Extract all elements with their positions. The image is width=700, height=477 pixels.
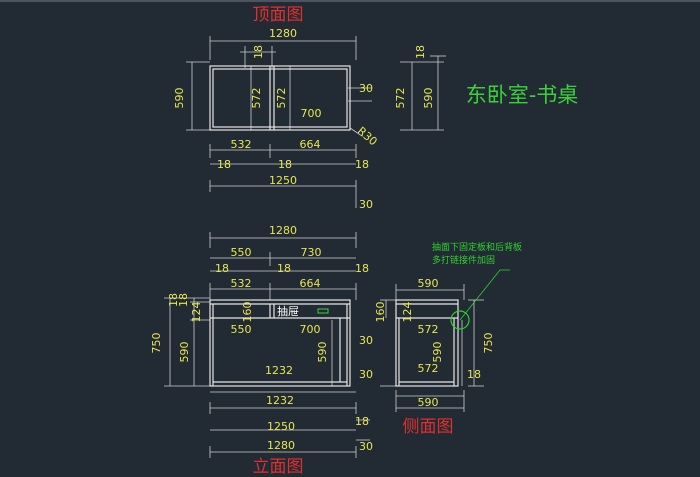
dim-bottom-left: 18 xyxy=(217,158,231,171)
front-view xyxy=(164,232,370,458)
dim-bottom-edge: 30 xyxy=(359,198,373,211)
note-line-2: 多打链接件加固 xyxy=(432,254,495,266)
dim-side-w572b: 572 xyxy=(418,362,439,375)
dim-depth-width: 700 xyxy=(301,107,322,120)
dim-front-t18b: 18 xyxy=(277,262,291,275)
dim-side-bottom590: 590 xyxy=(418,396,439,409)
dim-right-590: 590 xyxy=(422,88,435,109)
dim-bottom-mid: 18 xyxy=(278,158,292,171)
dim-front-h590-right: 590 xyxy=(316,342,329,363)
side-view-outline xyxy=(395,299,459,387)
dim-right-thickness: 18 xyxy=(414,45,427,59)
dim-inner-left: 572 xyxy=(250,88,263,109)
note-line-1: 抽面下固定板和后背板 xyxy=(432,241,522,253)
dim-front-b1250: 1250 xyxy=(267,420,295,433)
dim-left-width: 532 xyxy=(231,138,252,151)
dim-front-b18: 18 xyxy=(355,415,369,428)
dim-side-t18: 18 xyxy=(467,368,481,381)
top-view-outline xyxy=(209,65,351,131)
side-view-dimension-text: 590 160 124 572 572 590 750 18 590 xyxy=(374,277,495,409)
dim-side-h750: 750 xyxy=(482,333,495,354)
dim-front-drawer-h: 160 xyxy=(241,302,254,323)
side-view-note: 抽面下固定板和后背板 多打链接件加固 xyxy=(432,241,522,266)
dim-front-t18c: 18 xyxy=(355,262,369,275)
front-view-outline xyxy=(209,299,351,387)
dim-side-w572a: 572 xyxy=(418,323,439,336)
title-front-view: 立面图 xyxy=(253,457,304,477)
detail-circle-marker xyxy=(450,310,470,330)
dim-front-h750: 750 xyxy=(150,333,163,354)
top-view xyxy=(186,36,446,208)
dim-height: 590 xyxy=(173,88,186,109)
dim-inner-right: 572 xyxy=(275,88,288,109)
dim-front-w550: 550 xyxy=(231,323,252,336)
dim-edge: 30 xyxy=(359,82,373,95)
dim-thickness: 18 xyxy=(252,45,265,59)
dim-front-overall-top: 1280 xyxy=(269,224,297,237)
title-top-view: 顶面图 xyxy=(253,5,304,25)
dim-front-e30a: 30 xyxy=(359,334,373,347)
dim-front-left124: 124 xyxy=(190,302,203,323)
dim-front-w664: 664 xyxy=(300,277,321,290)
front-view-dimension-text: 1280 550 730 18 18 18 532 664 18 18 124 … xyxy=(150,224,373,453)
dim-side-h124: 124 xyxy=(401,302,414,323)
dim-front-b1232: 1232 xyxy=(266,394,294,407)
dim-front-e30b: 30 xyxy=(359,368,373,381)
dim-bottom-right: 18 xyxy=(355,158,369,171)
dim-side-h160: 160 xyxy=(374,302,387,323)
dim-front-left18b: 18 xyxy=(177,293,190,307)
dim-right-width: 664 xyxy=(300,138,321,151)
title-side-view: 侧面图 xyxy=(403,417,454,437)
dim-right-572: 572 xyxy=(394,88,407,109)
dim-front-h590: 590 xyxy=(178,342,191,363)
dim-front-left-top: 550 xyxy=(231,246,252,259)
dim-overall-width: 1280 xyxy=(269,27,297,40)
dim-side-h590: 590 xyxy=(431,342,444,363)
title-main: 东卧室-书桌 xyxy=(466,83,579,107)
dim-front-w1232: 1232 xyxy=(265,364,293,377)
side-view xyxy=(380,269,510,412)
dim-front-b30: 30 xyxy=(359,440,373,453)
dim-front-t18a: 18 xyxy=(215,262,229,275)
dim-front-w532: 532 xyxy=(231,277,252,290)
dim-front-left18a: 18 xyxy=(167,293,180,307)
dim-front-b1280: 1280 xyxy=(267,439,295,452)
dim-side-top590: 590 xyxy=(418,277,439,290)
drawer-label: 抽屉 xyxy=(277,304,299,318)
dim-bottom-total: 1250 xyxy=(269,174,297,187)
dim-front-w700: 700 xyxy=(300,323,321,336)
drawer-handle-icon xyxy=(317,308,329,314)
dim-front-right-top: 730 xyxy=(301,246,322,259)
